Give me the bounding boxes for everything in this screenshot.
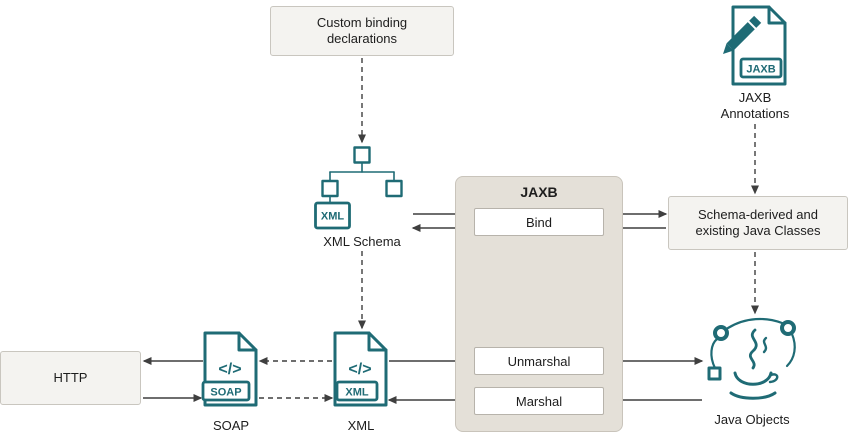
marshal-box: Marshal [474, 387, 604, 415]
java-objects-icon [707, 317, 796, 400]
page-fold-icon [767, 5, 787, 25]
bind-box: Bind [474, 208, 604, 236]
schema-derived-classes-box: Schema-derived and existing Java Classes [668, 196, 848, 250]
unmarshal-label: Unmarshal [507, 353, 571, 369]
soap-badge [201, 380, 251, 402]
marshal-label: Marshal [515, 393, 563, 409]
xml-schema-label: XML Schema [323, 234, 401, 249]
schema-tree-lines [329, 161, 395, 204]
xml-page-fold-icon [367, 331, 388, 352]
jaxb-badge [739, 57, 783, 79]
jaxb-panel: JAXB Bind Unmarshal Marshal [455, 176, 623, 432]
xml-schema-icon: XML [314, 146, 403, 230]
object-node-square [707, 366, 722, 381]
xml-schema-badge-text: XML [321, 211, 345, 223]
jaxb-panel-title: JAXB [520, 184, 558, 200]
unmarshal-box: Unmarshal [474, 347, 604, 375]
custom-binding-box: Custom binding declarations [270, 6, 454, 56]
bind-label: Bind [525, 214, 553, 230]
jaxb-annotations-label: JAXB Annotations [720, 90, 790, 121]
xml-doc-label: XML [347, 418, 375, 433]
xml-document-icon: </> XML [333, 331, 388, 407]
soap-code-glyph: </> [218, 361, 241, 378]
xml-code-glyph: </> [348, 361, 371, 378]
custom-binding-label: Custom binding declarations [316, 14, 408, 46]
object-node-circle-right [780, 320, 796, 336]
xml-badge [335, 380, 379, 402]
schema-tree-nodes [321, 146, 403, 198]
http-label: HTTP [53, 369, 88, 385]
object-node-circle-left [713, 325, 729, 341]
java-objects-label: Java Objects [714, 412, 790, 427]
xml-badge-text: XML [345, 387, 369, 399]
http-box: HTTP [0, 351, 141, 405]
schema-derived-classes-label: Schema-derived and existing Java Classes [695, 206, 821, 238]
java-cup-icon [729, 328, 779, 400]
soap-label: SOAP [212, 418, 250, 433]
soap-document-icon: </> SOAP [201, 331, 258, 407]
jaxb-badge-text: JAXB [746, 64, 775, 76]
jaxb-annotations-icon: JAXB [723, 5, 787, 86]
object-link-arcs [710, 317, 796, 370]
soap-page-fold-icon [237, 331, 258, 352]
xml-schema-badge [314, 201, 351, 230]
soap-badge-text: SOAP [210, 387, 241, 399]
